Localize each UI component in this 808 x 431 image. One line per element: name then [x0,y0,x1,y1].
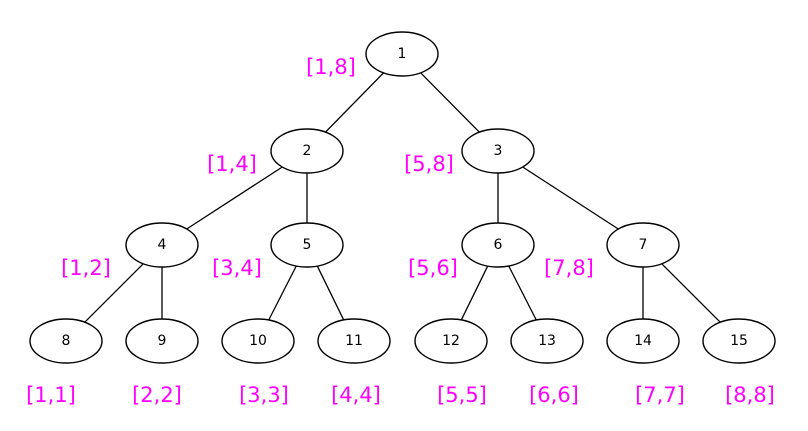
tree-node-15: 15 [702,318,776,364]
node-ellipse [221,318,295,364]
range-label-node-2: [1,4] [207,152,257,176]
edge-3-7 [522,166,619,230]
node-ellipse [606,222,680,268]
node-label: 9 [158,333,167,349]
range-label-node-15: [8,8] [725,383,775,407]
node-label: 7 [639,237,648,253]
tree-edges [84,72,721,323]
node-ellipse [461,222,535,268]
tree-node-3: 3 [461,128,535,174]
node-ellipse [125,222,199,268]
node-ellipse [414,318,488,364]
tree-node-8: 8 [29,318,103,364]
node-label: 15 [730,333,748,349]
range-label-node-5: [3,4] [212,256,262,280]
node-label: 11 [345,333,363,349]
tree-node-5: 5 [270,222,344,268]
edge-5-11 [316,265,345,321]
tree-node-14: 14 [606,318,680,364]
node-ellipse [125,318,199,364]
tree-node-6: 6 [461,222,535,268]
edge-1-3 [420,72,480,133]
node-label: 14 [634,333,652,349]
tree-node-12: 12 [414,318,488,364]
node-label: 10 [249,333,267,349]
tree-node-4: 4 [125,222,199,268]
node-ellipse [702,318,776,364]
tree-node-11: 11 [317,318,391,364]
node-ellipse [317,318,391,364]
tree-node-7: 7 [606,222,680,268]
tree-node-2: 2 [270,128,344,174]
node-label: 2 [303,143,312,159]
node-ellipse [461,128,535,174]
range-label-node-7: [7,8] [544,256,594,280]
range-label-node-9: [2,2] [132,383,182,407]
tree-node-13: 13 [510,318,584,364]
node-ellipse [270,222,344,268]
range-label-node-3: [5,8] [404,152,454,176]
range-label-node-13: [6,6] [529,383,579,407]
range-label-node-4: [1,2] [61,256,111,280]
node-ellipse [510,318,584,364]
range-label-node-10: [3,3] [239,383,289,407]
node-ellipse [270,128,344,174]
node-label: 12 [442,333,460,349]
range-label-node-6: [5,6] [408,256,458,280]
range-label-node-1: [1,8] [306,55,356,79]
range-label-node-14: [7,7] [635,383,685,407]
edge-6-13 [508,265,537,321]
node-label: 1 [398,46,407,62]
node-label: 13 [538,333,556,349]
node-ellipse [606,318,680,364]
edge-6-12 [460,265,489,321]
range-label-node-8: [1,1] [26,383,76,407]
node-label: 5 [303,237,312,253]
node-ellipse [365,31,439,77]
edge-7-15 [661,263,721,323]
range-labels: [1,8] [1,4] [5,8] [1,2] [3,4] [5,6] [7,8] [1,1]… [26,55,775,407]
edge-1-2 [325,72,384,133]
edge-5-10 [268,265,297,321]
tree-node-1: 1 [365,31,439,77]
node-label: 3 [494,143,503,159]
edge-4-8 [84,263,144,323]
node-label: 4 [158,237,167,253]
range-label-node-12: [5,5] [437,383,487,407]
node-label: 8 [62,333,71,349]
node-label: 6 [494,237,503,253]
edge-2-4 [186,166,283,230]
tree-node-9: 9 [125,318,199,364]
node-ellipse [29,318,103,364]
tree-node-10: 10 [221,318,295,364]
range-label-node-11: [4,4] [331,383,381,407]
